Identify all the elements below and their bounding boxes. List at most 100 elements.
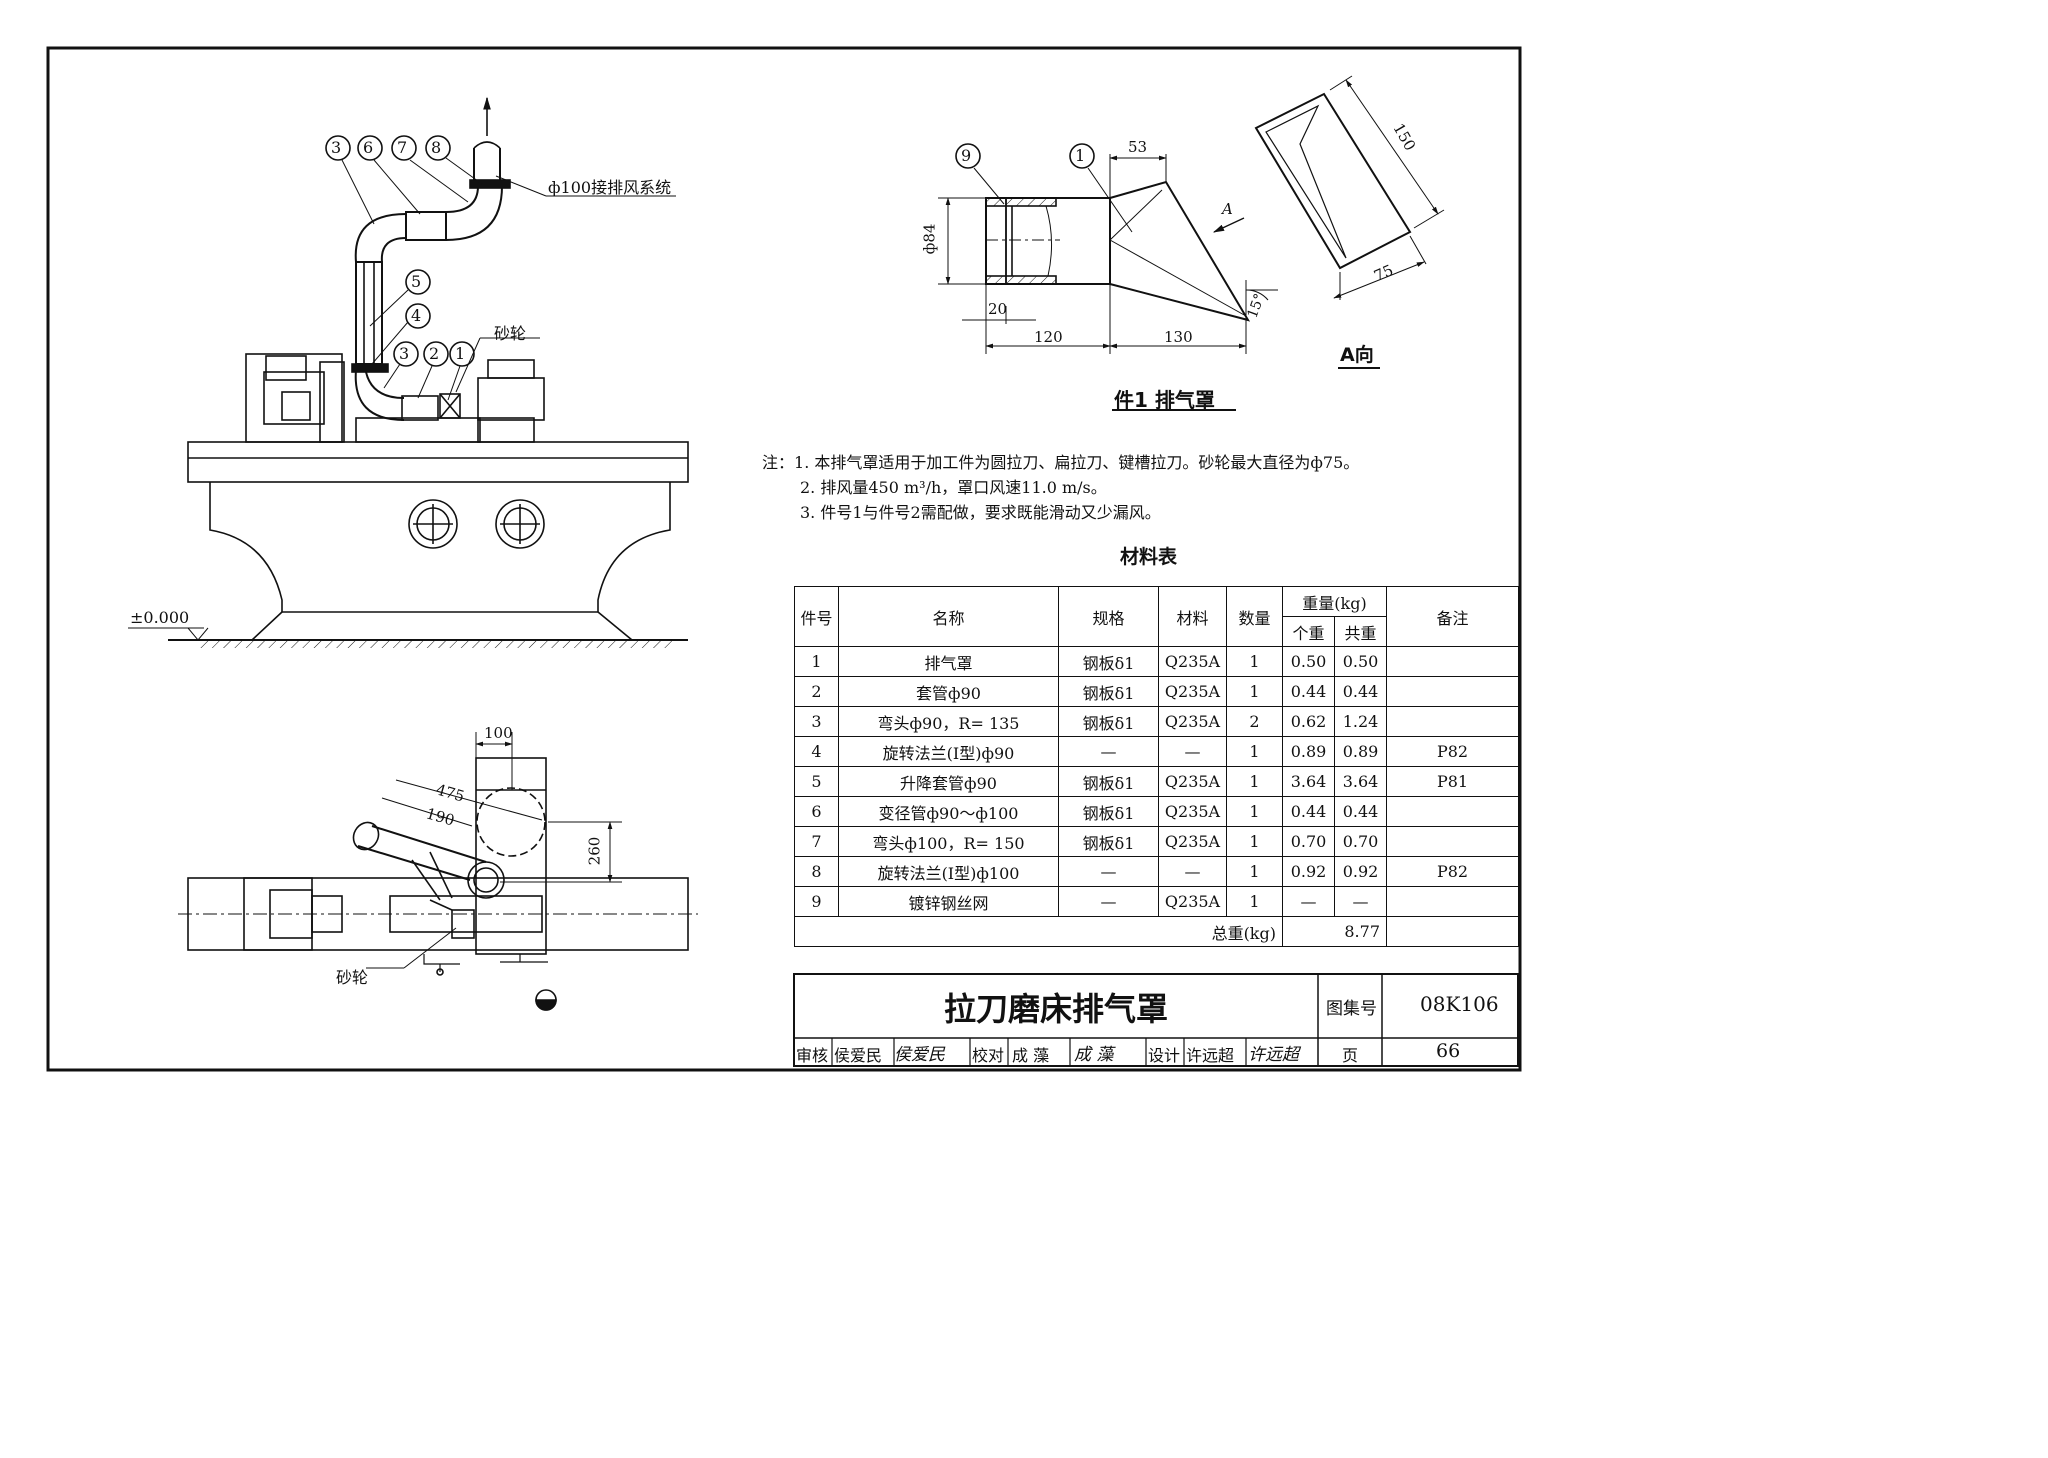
cell-name: 镀锌钢丝网: [838, 886, 1059, 917]
balloon-label: 8: [431, 138, 442, 157]
cell-unit_weight: 0.62: [1282, 706, 1335, 737]
cell-material: Q235A: [1158, 796, 1227, 827]
header-total-weight: 共重: [1334, 616, 1387, 647]
cell-no: 3: [794, 706, 839, 737]
header-material: 材料: [1158, 586, 1227, 647]
grinding-wheel-plan-label: 砂轮: [336, 968, 369, 987]
cell-total_weight: 0.92: [1334, 856, 1387, 887]
cell-total_weight: 0.44: [1334, 676, 1387, 707]
note-item: 1. 本排气罩适用于加工件为圆拉刀、扁拉刀、键槽拉刀。砂轮最大直径为ф75。: [794, 453, 1360, 472]
cell-unit_weight: 0.89: [1282, 736, 1335, 767]
exhaust-system-label: ф100接排风系统: [548, 178, 672, 197]
part1-caption: 件1 排气罩: [1114, 388, 1215, 412]
header-unit-weight: 个重: [1282, 616, 1335, 647]
table-header-row: 件号 名称 规格 材料 数量 重量(kg) 备注: [794, 586, 1519, 647]
cell-name: 旋转法兰(Ⅰ型)ф100: [838, 856, 1059, 887]
cell-name: 弯头ф100，R= 150: [838, 826, 1059, 857]
header-qty: 数量: [1226, 586, 1283, 647]
cell-material: Q235A: [1158, 826, 1227, 857]
cell-name: 排气罩: [838, 646, 1059, 677]
cell-unit_weight: 0.70: [1282, 826, 1335, 857]
cell-remark: [1386, 826, 1519, 857]
cell-total_weight: 0.70: [1334, 826, 1387, 857]
cell-qty: 1: [1226, 736, 1283, 767]
note-item: 3. 件号1与件号2需配做，要求既能滑动又少漏风。: [800, 503, 1161, 522]
notes-prefix: 注：: [762, 453, 795, 472]
header-spec: 规格: [1058, 586, 1159, 647]
balloon-label: 4: [411, 306, 422, 325]
balloon-label: 7: [397, 138, 408, 157]
balloon-label: 3: [331, 138, 342, 157]
dim-20: 20: [988, 300, 1008, 318]
cell-spec: 钢板δ1: [1058, 796, 1159, 827]
page-label: 页: [1342, 1046, 1359, 1065]
checker-signature: 成 藻: [1074, 1045, 1114, 1065]
grinding-wheel-label: 砂轮: [494, 324, 527, 343]
a-view-caption: A向: [1340, 344, 1374, 366]
view-arrow-a: A: [1222, 200, 1233, 218]
cell-total_weight: 0.50: [1334, 646, 1387, 677]
cell-qty: 2: [1226, 706, 1283, 737]
cell-total_weight: 1.24: [1334, 706, 1387, 737]
cell-qty: 1: [1226, 826, 1283, 857]
cell-total_weight: 0.44: [1334, 796, 1387, 827]
dim-130: 130: [1164, 328, 1193, 346]
cell-unit_weight: 3.64: [1282, 766, 1335, 797]
cell-name: 套管ф90: [838, 676, 1059, 707]
dim-84: ф84: [920, 223, 939, 255]
title-block: 拉刀磨床排气罩 图集号 08K106 审核 侯爱民 侯爱民 校对 成 藻 成 藻…: [794, 974, 1518, 1066]
cell-spec: 钢板δ1: [1058, 706, 1159, 737]
cell-qty: 1: [1226, 676, 1283, 707]
check-label: 校对: [972, 1046, 1005, 1065]
cell-total_weight: 0.89: [1334, 736, 1387, 767]
cell-spec: —: [1058, 856, 1159, 887]
cell-no: 7: [794, 826, 839, 857]
cell-qty: 1: [1226, 646, 1283, 677]
cell-no: 5: [794, 766, 839, 797]
cell-remark: P82: [1386, 856, 1519, 887]
cell-spec: 钢板δ1: [1058, 676, 1159, 707]
balloon-label: 1: [1075, 146, 1086, 165]
cell-unit_weight: 0.44: [1282, 676, 1335, 707]
atlas-number: 08K106: [1420, 992, 1499, 1016]
atlas-label: 图集号: [1326, 999, 1377, 1019]
cell-name: 变径管ф90～ф100: [838, 796, 1059, 827]
title-block-dividers: [831, 1038, 1247, 1066]
cell-name: 升降套管ф90: [838, 766, 1059, 797]
balloon-label: 9: [961, 146, 972, 165]
cell-spec: 钢板δ1: [1058, 646, 1159, 677]
balloon-label: 1: [455, 344, 466, 363]
cell-qty: 1: [1226, 856, 1283, 887]
dim-120: 120: [1034, 328, 1063, 346]
cell-remark: [1386, 646, 1519, 677]
cell-remark: P81: [1386, 766, 1519, 797]
dim-100: 100: [484, 724, 513, 742]
reviewer-name: 侯爱民: [834, 1046, 883, 1065]
title-block-frame: [793, 973, 1519, 1067]
review-label: 审核: [796, 1046, 829, 1065]
cell-qty: 1: [1226, 796, 1283, 827]
cell-no: 6: [794, 796, 839, 827]
cell-material: Q235A: [1158, 646, 1227, 677]
header-name: 名称: [838, 586, 1059, 647]
cell-qty: 1: [1226, 886, 1283, 917]
cell-remark: [1386, 796, 1519, 827]
designer-name: 许远超: [1186, 1046, 1235, 1065]
cell-remark: P82: [1386, 736, 1519, 767]
drawing-canvas: [46, 46, 1522, 1072]
cell-unit_weight: 0.92: [1282, 856, 1335, 887]
elevation-mark: ±0.000: [130, 608, 190, 627]
cell-spec: —: [1058, 736, 1159, 767]
dim-260: 260: [585, 836, 604, 866]
elevation-view: [128, 96, 689, 648]
drawing-sheet: 3 6 7 8 5 4 3 2 1 ф100接排风系统 砂轮 ±0.000 10…: [46, 46, 1522, 1072]
cell-unit_weight: 0.44: [1282, 796, 1335, 827]
